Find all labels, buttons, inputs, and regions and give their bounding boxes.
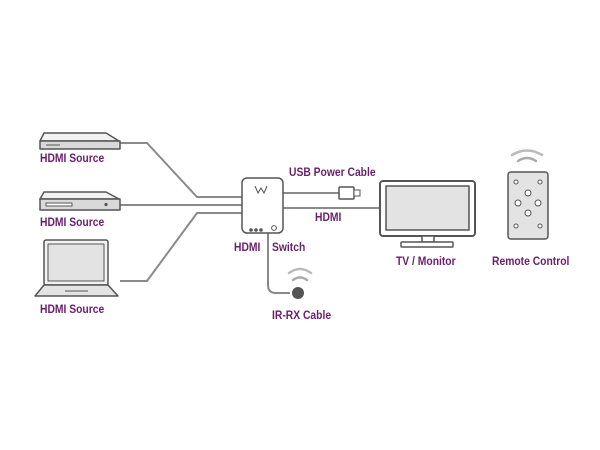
remote-control-label: Remote Control [492,254,570,268]
cable-source-top [120,142,242,198]
source-top-label: HDMI Source [40,151,105,165]
hdmi-switch-icon [241,177,284,234]
cable-ir-rx [267,233,290,294]
usb-plug-icon [338,186,361,200]
switch-name-label: Switch [272,240,306,254]
usb-power-cable-label: USB Power Cable [289,165,376,179]
tv-monitor-label: TV / Monitor [396,254,456,268]
dvd-player-icon [39,191,121,211]
set-top-box-icon [39,132,121,150]
source-cables [120,142,242,282]
source-middle-label: HDMI Source [40,215,105,229]
ir-sensor-icon [287,267,313,299]
switch-hdmi-label: HDMI [234,240,261,254]
ir-rx-cable-label: IR-RX Cable [272,308,332,322]
cable-source-bottom [120,212,242,282]
hdmi-cable-label: HDMI [315,210,342,224]
source-bottom-label: HDMI Source [40,302,105,316]
laptop-icon [34,239,119,297]
remote-control-icon [507,149,549,240]
output-cables [267,192,380,294]
tv-monitor-icon [379,180,476,248]
